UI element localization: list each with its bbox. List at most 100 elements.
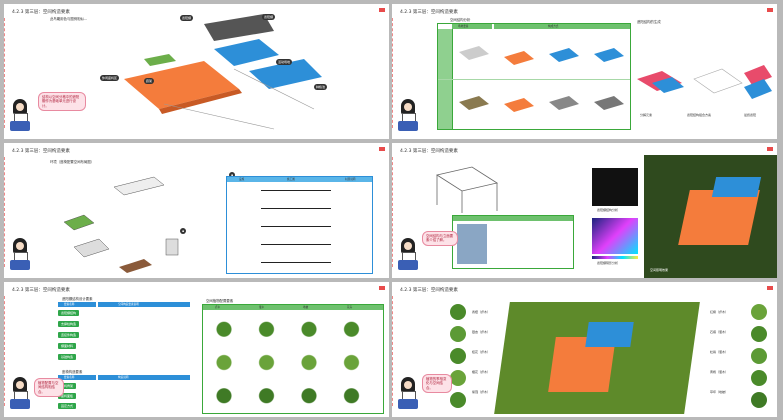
page-4: 4.2.3 第三层：空间构造要素 空间结构与立面要素介绍了解。 遮阳棚结构分析 … [392,143,777,278]
caption-1: 遮阳棚结构分析 [597,208,619,212]
col-name-2: 灌木 [259,306,265,309]
speech-bubble: 植物的季相变化与空间结合。 [422,374,452,393]
caption-1: 分解元素 [640,113,653,117]
aerial-axonometric [124,14,322,130]
tag-a: ▪ [229,172,236,178]
tbl-head-3: 材质说明 [345,178,356,181]
right-title: 遮阳结构的生成 [637,20,661,24]
page-marker [767,8,773,12]
tbl2-head-2: 构造说明 [118,376,129,379]
speech-bubble: 植物配置与空间结构相结合。 [34,378,64,397]
section-header: 4.2.3 第三层：空间构造要素 [400,149,458,154]
furniture-axonometric [63,176,179,273]
avatar [10,99,32,133]
avatar [398,99,420,133]
shade-generation-diagram [637,65,772,99]
section-header: 4.2.3 第三层：空间构造要素 [400,10,458,15]
page-5: 4.2.3 第三层：空间构造要素 遮阳棚结构设计要素 要素名称 空间构造要素说明… [4,282,389,417]
intro-text: 此鸟瞰用色与图例相似... [50,17,88,21]
shade-heatmap [592,218,638,254]
row-3: 连接件构造 [58,332,80,338]
col-head-2: 构成方式 [548,25,559,28]
row2-3: 固定方式 [58,403,77,409]
tag-planter: 种植池 [314,84,328,90]
caption-2: 遮阳结构组合方案 [687,113,712,117]
page-marker [379,286,385,290]
row-5: 基础构造 [58,354,77,360]
row-4: 棚面材料 [58,343,77,349]
plant-r5: 草坪（地被） [710,390,729,394]
tag-seating: 休闲座椅区 [100,75,120,81]
plant-r4: 黄杨（灌木） [710,370,729,374]
page-6: 4.2.3 第三层：空间构造要素 香樟（乔木） 银杏（乔木） 桂花（乔木） 樱花… [392,282,777,417]
col-name-3: 地被 [303,306,309,309]
tbl1-head-2: 空间构造要素说明 [118,303,139,306]
page-3: 4.2.3 第三层：空间构造要素 环境（座椅配置空间布局图） ▪ ▪ 设施 施工… [4,143,389,278]
detail-table [452,215,574,269]
avatar [398,238,420,272]
right-title: 空间植物配置要素 [206,299,234,303]
plant-r2: 石楠（灌木） [710,330,729,334]
page-marker [767,147,773,151]
row-1: 遮阳棚结构 [58,310,80,316]
caption-2: 遮阳棚阴影分析 [597,261,619,265]
plant-l2: 银杏（乔木） [472,330,491,334]
trees-right [751,304,767,408]
speech-bubble: 空间结构与立面要素介绍了解。 [422,231,458,246]
row2-2: 座椅面板 [58,393,77,399]
trees-left [450,304,466,408]
page-1: 4.2.3 第三层：空间构造要素 此鸟瞰用色与图例相似... 遮阳棚 遮阳棚 休… [4,4,389,139]
tag-pergola: 廊架 [144,78,155,84]
margin-line [392,157,396,267]
structure-table: 场地要素 构成方式 [437,23,631,130]
element-table-1: 要素名称 空间构造要素说明 遮阳棚结构 支撑柱构造 连接件构造 棚面材料 基础构… [58,302,190,364]
table-title: 空间结构分析 [450,18,471,22]
plant-l4: 樱花（乔木） [472,370,491,374]
tbl2-head-1: 要素名称 [64,376,75,379]
structure-thumbnails [459,46,624,112]
avatar [10,238,32,272]
page-2: 4.2.3 第三层：空间构造要素 空间结构分析 场地要素 构成方式 遮阳结构的生… [392,4,777,139]
tag-shade-2: 遮阳棚 [262,14,276,20]
avatar [398,377,420,411]
element-table-2: 要素名称 构造说明 座椅骨架 座椅面板 固定方式 [58,375,190,413]
shade-structure-model [435,166,499,213]
plant-l1: 香樟（乔木） [472,310,491,314]
page-marker [379,8,385,12]
section-header: 4.2.3 第三层：空间构造要素 [12,149,70,154]
subtitle: 环境（座椅配置空间布局图） [50,160,95,164]
section-header: 4.2.3 第三层：空间构造要素 [12,10,70,15]
table-2-title: 座椅构造要素 [62,370,83,374]
tag-activity: 活动场地 [276,59,293,65]
plant-r1: 红枫（乔木） [710,310,729,314]
plant-table: 乔木 灌木 地被 花卉 [202,304,384,414]
col-head-1: 场地要素 [458,25,469,28]
court-blue [585,322,634,347]
page-marker [767,286,773,290]
tag-b: ▪ [180,228,187,234]
avatar [10,377,32,411]
col-name-4: 花卉 [347,306,353,309]
speech-bubble: 结构以空间分格中的遮阳棚作为基础单元进行设计。 [38,92,86,111]
tbl-head-2: 施工图 [287,178,295,181]
section-header: 4.2.3 第三层：空间构造要素 [400,288,458,293]
tbl-head-1: 设施 [239,178,245,181]
caption-3: 最终遮阳 [744,113,757,117]
margin-line [4,157,8,267]
row-2: 支撑柱构造 [58,321,80,327]
col-name-1: 乔木 [215,306,221,309]
margin-line [392,296,396,406]
shade-render-1 [592,168,638,206]
page-marker [379,147,385,151]
site-render [644,155,777,278]
plant-r3: 杜鹃（灌木） [710,350,729,354]
margin-line [4,18,8,128]
margin-line [4,296,8,406]
plant-l5: 紫薇（乔木） [472,390,491,394]
margin-line [392,18,396,128]
row2-1: 座椅骨架 [58,383,77,389]
tbl1-head-1: 要素名称 [64,303,75,306]
heatmap-legend [592,256,638,259]
plant-l3: 桂花（乔木） [472,350,491,354]
table-1-title: 遮阳棚结构设计要素 [62,297,93,301]
